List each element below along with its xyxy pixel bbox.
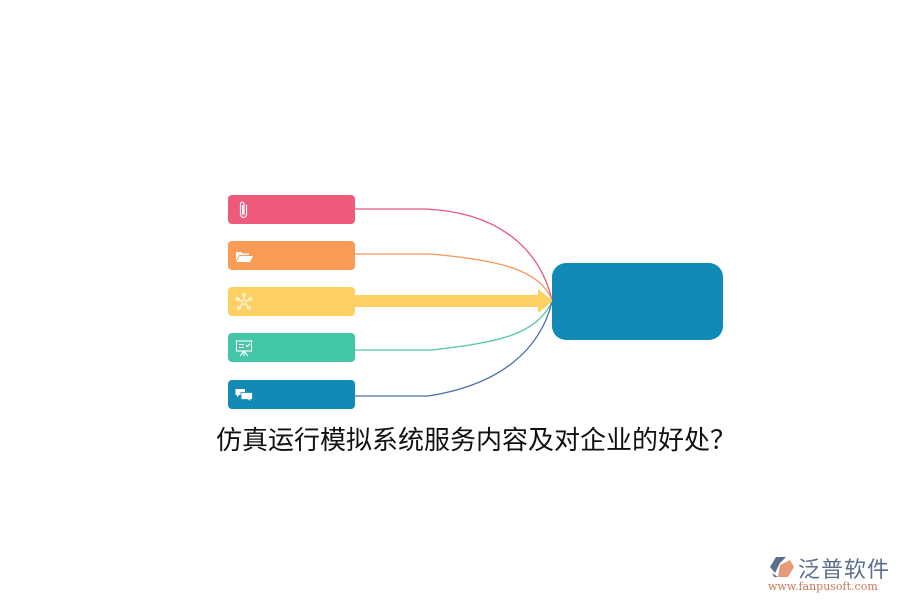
node-2[interactable] <box>228 241 355 270</box>
node-4[interactable] <box>228 333 355 362</box>
hub-node[interactable] <box>552 263 723 340</box>
main-arrow <box>355 289 553 313</box>
connector-4 <box>355 301 553 351</box>
node-5[interactable] <box>228 380 355 409</box>
brand-name: 泛普软件 <box>798 558 891 583</box>
connector-2 <box>355 253 553 301</box>
brand-logo: 泛普软件 www.fanpusoft.com <box>768 552 896 593</box>
folder-open-icon <box>236 252 253 262</box>
diagram-title: 仿真运行模拟系统服务内容及对企业的好处？ <box>216 426 737 456</box>
connector-5 <box>355 301 553 397</box>
presentation-board-icon <box>235 340 253 357</box>
fanpu-logo-mark-icon <box>770 557 794 577</box>
paperclip-icon <box>239 201 248 219</box>
node-1[interactable] <box>228 195 355 224</box>
network-icon <box>235 293 253 310</box>
chat-bubbles-icon <box>235 389 253 403</box>
node-3[interactable] <box>228 287 355 316</box>
brand-url: www.fanpusoft.com <box>768 580 878 593</box>
connector-1 <box>355 208 553 301</box>
